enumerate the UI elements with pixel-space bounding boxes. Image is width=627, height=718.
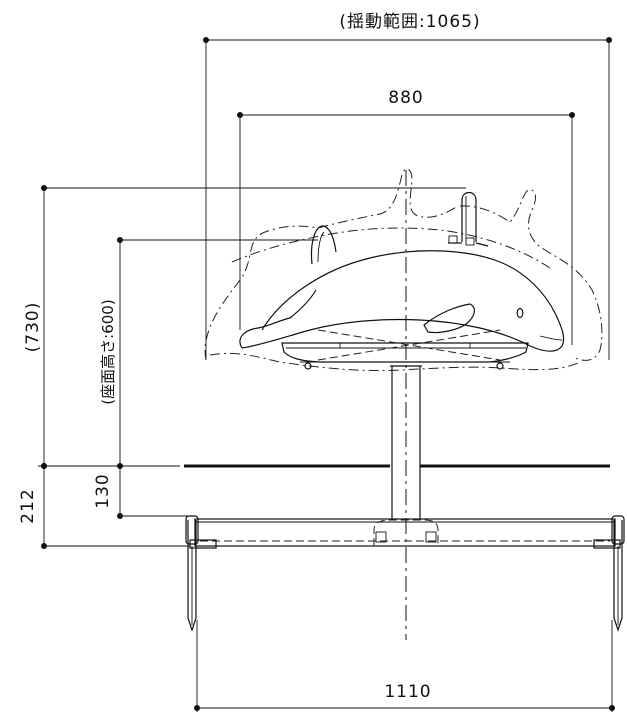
dimension-730: (730) [23,185,466,469]
handle [448,191,489,247]
dimension-1110: 1110 [194,620,615,712]
dolphin-body [239,225,565,352]
dimension-label-880: 880 [388,88,423,108]
ground-line [38,463,610,469]
dimension-seat-height: (座面高さ:600) [99,237,318,469]
dimension-label-1110: 1110 [384,682,431,702]
anchor-stake-right [611,515,625,632]
dimension-label-730: (730) [23,302,43,353]
dimension-130: 130 [93,466,195,519]
dimension-label-seat-height: (座面高さ:600) [99,299,117,404]
dimension-label-swing-range: (揺動範囲:1065) [339,12,480,32]
anchor-stake-left [185,515,199,632]
dimension-880: 880 [237,88,575,345]
swing-ghost-outline [204,168,603,372]
base-frame [189,518,621,549]
seat-platform [281,329,529,370]
dimension-label-130: 130 [93,473,113,508]
dimension-label-212: 212 [18,488,38,523]
dimension-212: 212 [18,466,190,549]
dimension-swing-range: (揺動範囲:1065) [203,12,612,360]
